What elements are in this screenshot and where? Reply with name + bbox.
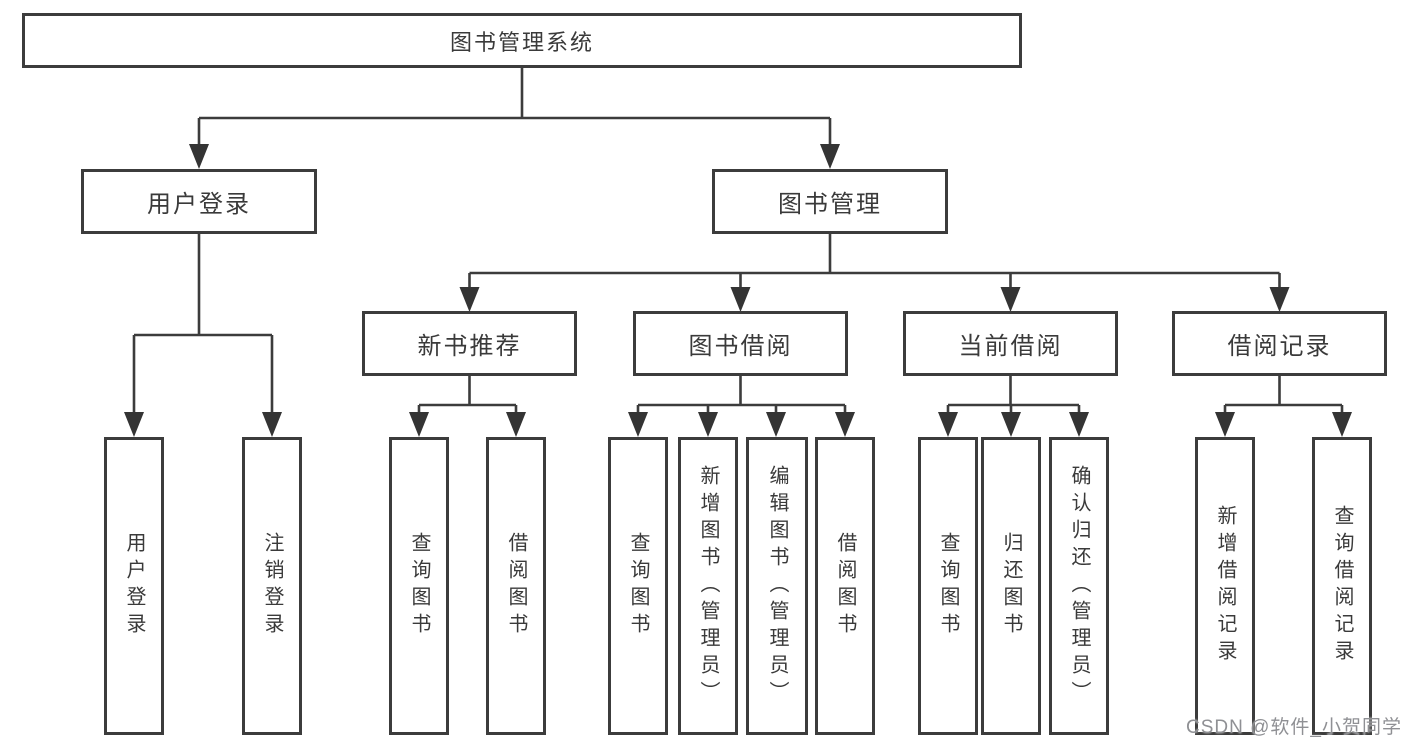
leaf-edit-book-admin-label: 编辑图书（管理员） <box>766 464 788 708</box>
arrow-down-icon <box>409 412 429 437</box>
leaf-add-book-admin: 新增图书（管理员） <box>678 437 738 735</box>
node-user-login-label: 用户登录 <box>147 191 251 218</box>
arrow-down-icon <box>820 144 840 169</box>
leaf-query-borrow-record-label: 查询借阅记录 <box>1331 505 1353 667</box>
node-root-label: 图书管理系统 <box>449 29 594 55</box>
leaf-edit-book-admin: 编辑图书（管理员） <box>746 437 808 735</box>
node-book-management-label: 图书管理 <box>778 191 882 218</box>
node-borrow-records-label: 借阅记录 <box>1227 333 1332 360</box>
node-current-borrow-label: 当前借阅 <box>958 333 1063 360</box>
leaf-add-borrow-record-label: 新增借阅记录 <box>1214 505 1236 667</box>
arrow-down-icon <box>1069 412 1089 437</box>
arrow-down-icon <box>1215 412 1235 437</box>
leaf-query-books-borrow-label: 查询图书 <box>627 532 649 640</box>
arrow-down-icon <box>835 412 855 437</box>
leaf-query-books-current: 查询图书 <box>918 437 978 735</box>
node-borrow-records: 借阅记录 <box>1172 311 1387 376</box>
edge-root-to-level2 <box>189 68 840 169</box>
arrow-down-icon <box>1332 412 1352 437</box>
edge-user-login-to-leaves <box>124 234 282 437</box>
arrow-down-icon <box>459 287 480 312</box>
leaf-add-borrow-record: 新增借阅记录 <box>1195 437 1255 735</box>
arrow-down-icon <box>506 412 526 437</box>
arrow-down-icon <box>124 412 144 437</box>
leaf-return-books: 归还图书 <box>981 437 1041 735</box>
node-new-book-recommend: 新书推荐 <box>362 311 577 376</box>
node-book-borrow-label: 图书借阅 <box>688 333 793 360</box>
node-book-management: 图书管理 <box>712 169 948 234</box>
node-user-login: 用户登录 <box>81 169 317 234</box>
arrow-down-icon <box>1001 412 1021 437</box>
arrow-down-icon <box>628 412 648 437</box>
leaf-borrow-books-recommend-label: 借阅图书 <box>505 532 527 640</box>
leaf-borrow-books-recommend: 借阅图书 <box>486 437 546 735</box>
arrow-down-icon <box>189 144 209 169</box>
leaf-confirm-return-admin: 确认归还（管理员） <box>1049 437 1109 735</box>
edge-borrow-records-to-leaves <box>1215 376 1352 437</box>
leaf-query-books-current-label: 查询图书 <box>937 532 959 640</box>
arrow-down-icon <box>1000 287 1021 312</box>
leaf-return-books-label: 归还图书 <box>1000 532 1022 640</box>
leaf-borrow-books: 借阅图书 <box>815 437 875 735</box>
leaf-logout-label: 注销登录 <box>261 532 283 640</box>
leaf-confirm-return-admin-label: 确认归还（管理员） <box>1068 464 1090 708</box>
node-book-borrow: 图书借阅 <box>633 311 848 376</box>
leaf-add-book-admin-label: 新增图书（管理员） <box>697 464 719 708</box>
edge-new-book-recommend-to-leaves <box>409 376 526 437</box>
arrow-down-icon <box>698 412 718 437</box>
arrow-down-icon <box>1269 287 1290 312</box>
arrow-down-icon <box>262 412 282 437</box>
leaf-borrow-books-label: 借阅图书 <box>834 532 856 640</box>
leaf-query-books-recommend: 查询图书 <box>389 437 449 735</box>
edge-book-borrow-to-leaves <box>628 376 855 437</box>
arrow-down-icon <box>766 412 786 437</box>
arrow-down-icon <box>938 412 958 437</box>
edge-current-borrow-to-leaves <box>938 376 1089 437</box>
arrow-down-icon <box>730 287 751 312</box>
leaf-user-login-label: 用户登录 <box>123 532 145 640</box>
csdn-watermark: CSDN @软件_小贺同学 <box>1186 717 1402 738</box>
node-current-borrow: 当前借阅 <box>903 311 1118 376</box>
edge-book-management-to-level3 <box>459 234 1290 312</box>
leaf-query-books-borrow: 查询图书 <box>608 437 668 735</box>
leaf-user-login: 用户登录 <box>104 437 164 735</box>
node-new-book-recommend-label: 新书推荐 <box>417 333 522 360</box>
leaf-logout: 注销登录 <box>242 437 302 735</box>
node-root-system: 图书管理系统 <box>22 13 1022 68</box>
leaf-query-books-recommend-label: 查询图书 <box>408 532 430 640</box>
leaf-query-borrow-record: 查询借阅记录 <box>1312 437 1372 735</box>
